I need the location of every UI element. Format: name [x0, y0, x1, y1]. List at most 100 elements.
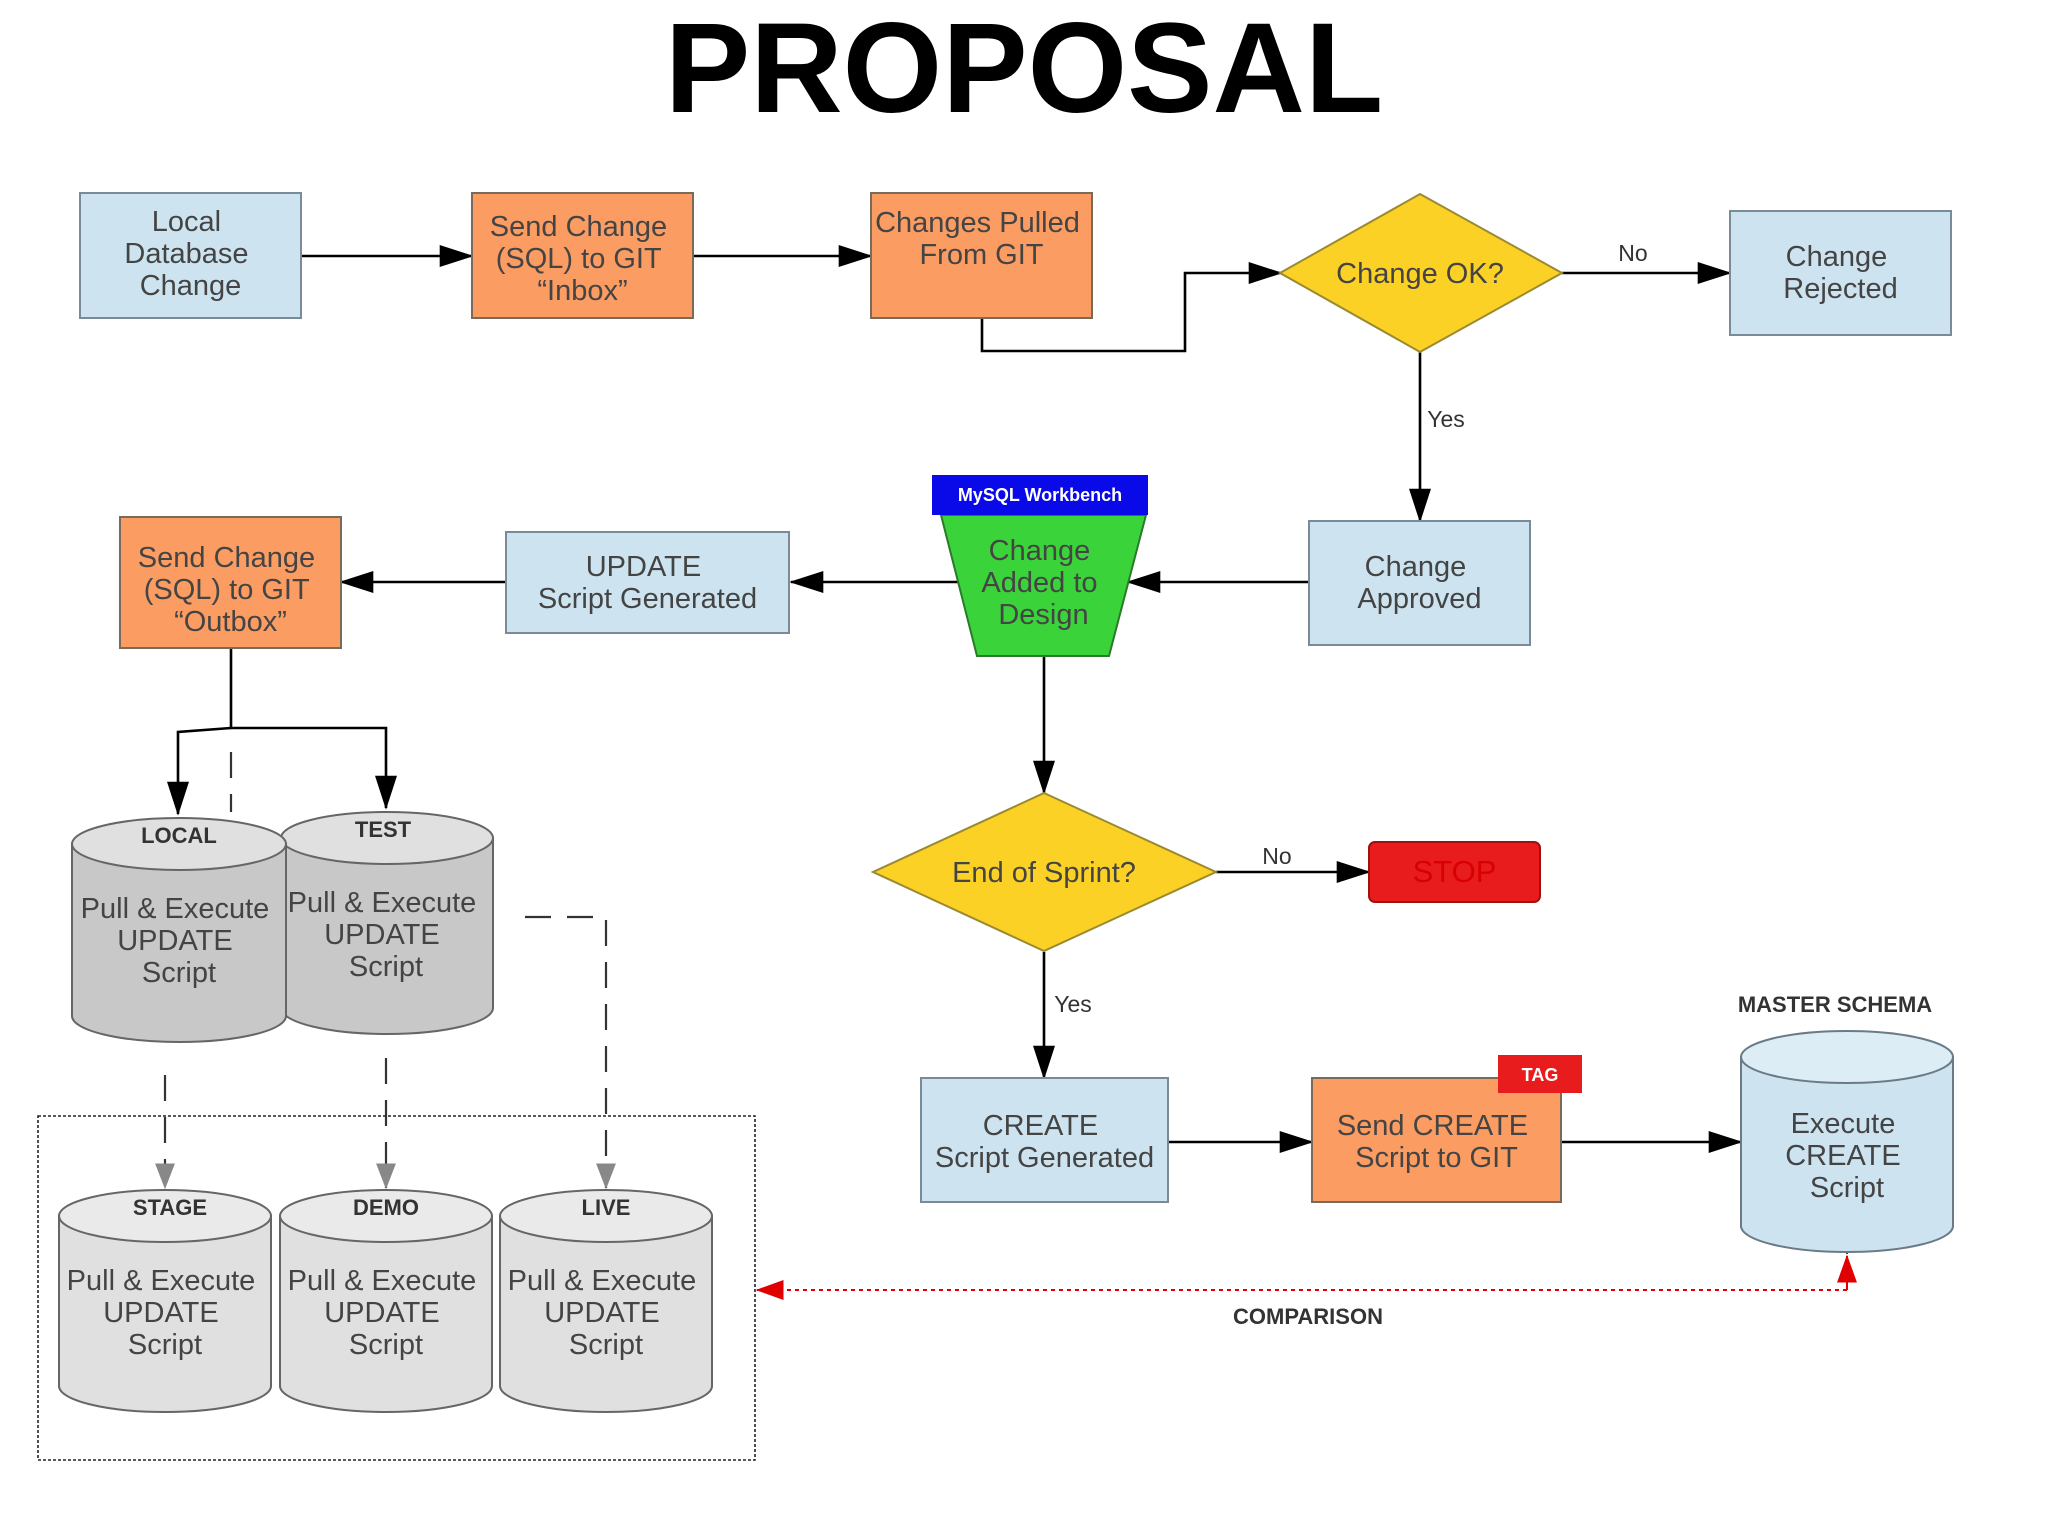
live-database: LIVE Pull & Execute UPDATE Script: [499, 1189, 713, 1413]
changes-pulled-line-1: Changes Pulled: [875, 207, 1080, 239]
local-change-line-3: Change: [140, 270, 242, 302]
stage-database-body-1: Pull & Execute: [67, 1265, 256, 1297]
svg-text:Local Database Cha: Local Database Change: [124, 206, 256, 302]
svg-text:Pull & Execute UPDATE: Pull & Execute UPDATE Script: [81, 893, 278, 989]
end-of-sprint-decision: End of Sprint?: [870, 791, 1219, 953]
create-script-line-1: CREATE: [983, 1110, 1098, 1142]
page-title: PROPOSAL: [665, 0, 1383, 140]
send-inbox-line-2: (SQL) to GIT: [496, 243, 662, 275]
test-database-body-3: Script: [349, 951, 423, 983]
stage-database-header: STAGE: [133, 1195, 207, 1220]
changes-pulled-node: Changes Pulled From GIT: [870, 192, 1093, 319]
send-inbox-line-3: “Inbox”: [537, 275, 627, 307]
arrow-outbox-to-test: [229, 648, 397, 810]
test-database-header: TEST: [355, 817, 412, 842]
send-outbox-line-2: (SQL) to GIT: [144, 574, 310, 606]
change-ok-label: Change OK?: [1336, 258, 1504, 290]
svg-text:Send CREATE Script to GI: Send CREATE Script to GIT: [1337, 1110, 1536, 1174]
change-approved-node: Change Approved: [1308, 520, 1531, 646]
execute-create-line-1: Execute: [1791, 1108, 1896, 1140]
change-rejected-line-1: Change: [1786, 241, 1888, 273]
mysql-workbench-badge: MySQL Workbench: [932, 475, 1148, 515]
end-of-sprint-label: End of Sprint?: [952, 857, 1136, 889]
svg-text:Send Change (SQL) to GIT: Send Change (SQL) to GIT “Inbox”: [490, 211, 675, 307]
svg-text:Change Added to De: Change Added to Design: [981, 535, 1105, 631]
local-change-line-1: Local: [152, 206, 221, 238]
svg-text:Change Approved: Change Approved: [1357, 551, 1481, 615]
changes-pulled-line-2: From GIT: [919, 239, 1043, 271]
execute-create-line-2: CREATE: [1785, 1140, 1900, 1172]
send-outbox-line-1: Send Change: [138, 542, 315, 574]
update-script-line-1: UPDATE: [586, 551, 701, 583]
master-schema-database: Execute CREATE Script: [1740, 1030, 1954, 1253]
comparison-label: COMPARISON: [1233, 1304, 1383, 1329]
update-script-line-2: Script Generated: [538, 583, 757, 615]
comparison-arrow-left: [755, 1250, 1848, 1300]
local-change-line-2: Database: [124, 238, 248, 270]
svg-text:Pull & Execute UPDATE: Pull & Execute UPDATE Script: [288, 1265, 485, 1361]
send-create-node: Send CREATE Script to GIT: [1311, 1077, 1562, 1203]
arrow-outbox-to-local: [167, 726, 232, 816]
svg-text:Execute CREATE Scr: Execute CREATE Script: [1785, 1108, 1909, 1204]
stage-database: STAGE Pull & Execute UPDATE Script: [58, 1189, 272, 1413]
svg-text:CREATE Script Generated: CREATE Script Generated: [935, 1110, 1154, 1174]
create-script-line-2: Script Generated: [935, 1142, 1154, 1174]
send-inbox-line-1: Send Change: [490, 211, 667, 243]
tag-badge: TAG: [1498, 1055, 1582, 1093]
update-script-node: UPDATE Script Generated: [505, 531, 790, 634]
svg-text:Changes Pulled From GIT: Changes Pulled From GIT: [875, 207, 1088, 271]
dashed-arrow-to-live: [525, 915, 616, 1190]
change-ok-decision: Change OK?: [1277, 192, 1565, 354]
demo-database-body-2: UPDATE: [324, 1297, 439, 1329]
send-inbox-node: Send Change (SQL) to GIT “Inbox”: [471, 192, 694, 319]
stage-database-body-3: Script: [128, 1329, 202, 1361]
svg-text:UPDATE Script Generated: UPDATE Script Generated: [538, 551, 757, 615]
edge-label-no-sprint: No: [1262, 843, 1291, 869]
local-database: LOCAL Pull & Execute UPDATE Script: [71, 817, 287, 1043]
local-database-body-3: Script: [142, 957, 216, 989]
change-rejected-line-2: Rejected: [1783, 273, 1897, 305]
stage-database-body-2: UPDATE: [103, 1297, 218, 1329]
test-database: TEST Pull & Execute UPDATE Script: [280, 811, 494, 1035]
svg-text:Send Change (SQL) to GIT: Send Change (SQL) to GIT “Outbox”: [138, 542, 323, 638]
create-script-node: CREATE Script Generated: [920, 1077, 1169, 1203]
master-schema-label: MASTER SCHEMA: [1738, 992, 1932, 1017]
send-outbox-node: Send Change (SQL) to GIT “Outbox”: [119, 516, 342, 649]
send-create-line-1: Send CREATE: [1337, 1110, 1528, 1142]
arrow-pulled-to-changeok: [980, 262, 1283, 353]
edge-label-yes-ok: Yes: [1427, 406, 1465, 432]
svg-text:Pull & Execute UPDATE: Pull & Execute UPDATE Script: [508, 1265, 705, 1361]
svg-text:Change Rejected: Change Rejected: [1783, 241, 1897, 305]
change-added-to-design-node: Change Added to Design: [939, 514, 1148, 657]
edge-label-yes-sprint: Yes: [1054, 991, 1092, 1017]
stop-label: STOP: [1413, 854, 1497, 889]
local-database-body-2: UPDATE: [117, 925, 232, 957]
demo-database-body-1: Pull & Execute: [288, 1265, 477, 1297]
svg-text:Pull & Execute UPDATE: Pull & Execute UPDATE Script: [288, 887, 485, 983]
local-database-body-1: Pull & Execute: [81, 893, 270, 925]
local-change-node: Local Database Change: [79, 192, 302, 319]
design-line-1: Change: [989, 535, 1091, 567]
live-database-header: LIVE: [582, 1195, 631, 1220]
test-database-body-1: Pull & Execute: [288, 887, 477, 919]
mysql-workbench-label: MySQL Workbench: [958, 485, 1122, 505]
demo-database-body-3: Script: [349, 1329, 423, 1361]
stop-node: STOP: [1368, 841, 1541, 903]
environment-group-box: [37, 1115, 756, 1461]
execute-create-line-3: Script: [1810, 1172, 1884, 1204]
svg-text:Pull & Execute UPDATE: Pull & Execute UPDATE Script: [67, 1265, 264, 1361]
send-outbox-line-3: “Outbox”: [174, 606, 287, 638]
tag-label: TAG: [1522, 1065, 1559, 1085]
send-create-line-2: Script to GIT: [1355, 1142, 1518, 1174]
connectors: [155, 245, 1857, 1300]
edge-label-no-ok: No: [1618, 240, 1647, 266]
local-database-header: LOCAL: [141, 823, 217, 848]
change-approved-line-2: Approved: [1357, 583, 1481, 615]
demo-database: DEMO Pull & Execute UPDATE Script: [279, 1189, 493, 1413]
live-database-body-3: Script: [569, 1329, 643, 1361]
design-line-2: Added to: [981, 567, 1097, 599]
demo-database-header: DEMO: [353, 1195, 419, 1220]
design-line-3: Design: [998, 599, 1088, 631]
change-rejected-node: Change Rejected: [1729, 210, 1952, 336]
test-database-body-2: UPDATE: [324, 919, 439, 951]
